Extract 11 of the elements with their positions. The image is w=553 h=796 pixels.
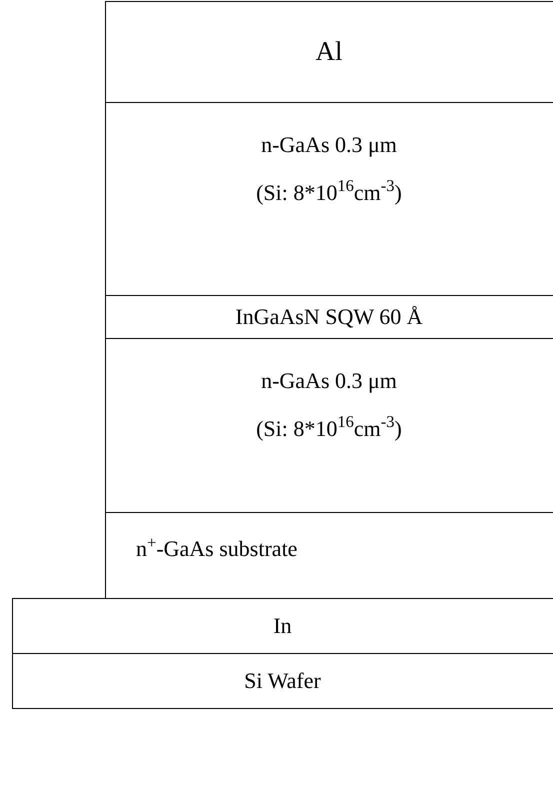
layer-label: n-GaAs 0.3 μm: [261, 367, 397, 394]
layer-label: n-GaAs 0.3 μm: [261, 131, 397, 158]
layer-label: Si Wafer: [244, 667, 321, 695]
layer-label: n$^{+}$-GaAs substrate: [136, 535, 298, 562]
layer-label: (Si: 8*10$^{16}$cm$^{-3}$): [256, 178, 402, 206]
layer-box: [12, 653, 553, 709]
layer-label: InGaAsN SQW 60 Å: [235, 303, 423, 331]
layer-label: In: [273, 612, 292, 640]
layer-label: Al: [316, 35, 342, 68]
layer-box: [105, 1, 553, 103]
layer-label: (Si: 8*10$^{16}$cm$^{-3}$): [256, 414, 402, 442]
